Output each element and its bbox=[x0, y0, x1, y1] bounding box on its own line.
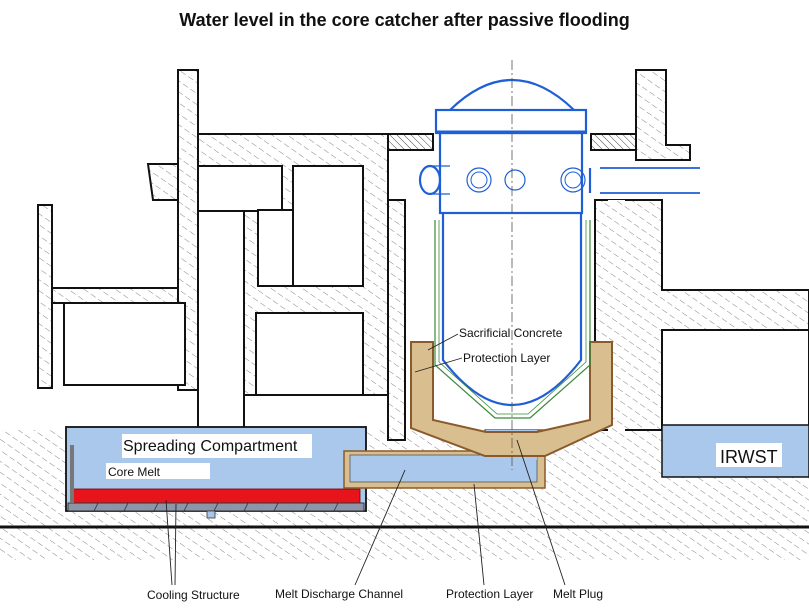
sacrificial-concrete-label: Sacrificial Concrete bbox=[459, 326, 563, 340]
cavity-wall-left bbox=[387, 199, 406, 441]
protection-layer-upper-label: Protection Layer bbox=[463, 351, 550, 365]
irwst-label: IRWST bbox=[720, 447, 778, 467]
nozzle-4 bbox=[560, 167, 586, 193]
upper-left-opening bbox=[197, 165, 283, 212]
spreading-compartment: Spreading Compartment Core Melt bbox=[65, 426, 367, 519]
melt-discharge-channel-label: Melt Discharge Channel bbox=[275, 587, 403, 601]
core-melt-label: Core Melt bbox=[108, 465, 161, 479]
left-small-ledge bbox=[146, 163, 179, 201]
upper-right-opening bbox=[292, 165, 364, 287]
diagram-title: Water level in the core catcher after pa… bbox=[179, 10, 630, 30]
lower-left-room bbox=[63, 302, 186, 386]
core-melt-layer bbox=[71, 488, 361, 504]
vessel-upper-shell bbox=[438, 131, 584, 215]
lower-right-opening bbox=[255, 312, 364, 396]
mid-left-opening bbox=[257, 209, 294, 287]
nozzle-3 bbox=[504, 169, 526, 191]
support-ring-left bbox=[387, 133, 434, 151]
vertical-shaft bbox=[197, 210, 245, 432]
right-upper-wall bbox=[635, 69, 691, 161]
right-room bbox=[661, 329, 809, 431]
support-ring-right bbox=[590, 133, 637, 151]
left-mid-floor bbox=[51, 287, 179, 304]
spreading-compartment-label: Spreading Compartment bbox=[123, 438, 298, 455]
left-outer-wall bbox=[37, 204, 53, 389]
leader-lines bbox=[165, 333, 566, 586]
vessel-insulation bbox=[434, 220, 591, 419]
nozzle-2 bbox=[466, 167, 492, 193]
vessel-head-flange bbox=[434, 108, 588, 135]
pipe-right bbox=[600, 167, 700, 194]
cooling-structure-label: Cooling Structure bbox=[147, 588, 240, 602]
irwst-pool: IRWST bbox=[661, 424, 809, 478]
melt-plug-label: Melt Plug bbox=[553, 587, 603, 601]
nozzle-left bbox=[418, 164, 442, 196]
protection-layer-lower-label: Protection Layer bbox=[446, 587, 533, 601]
